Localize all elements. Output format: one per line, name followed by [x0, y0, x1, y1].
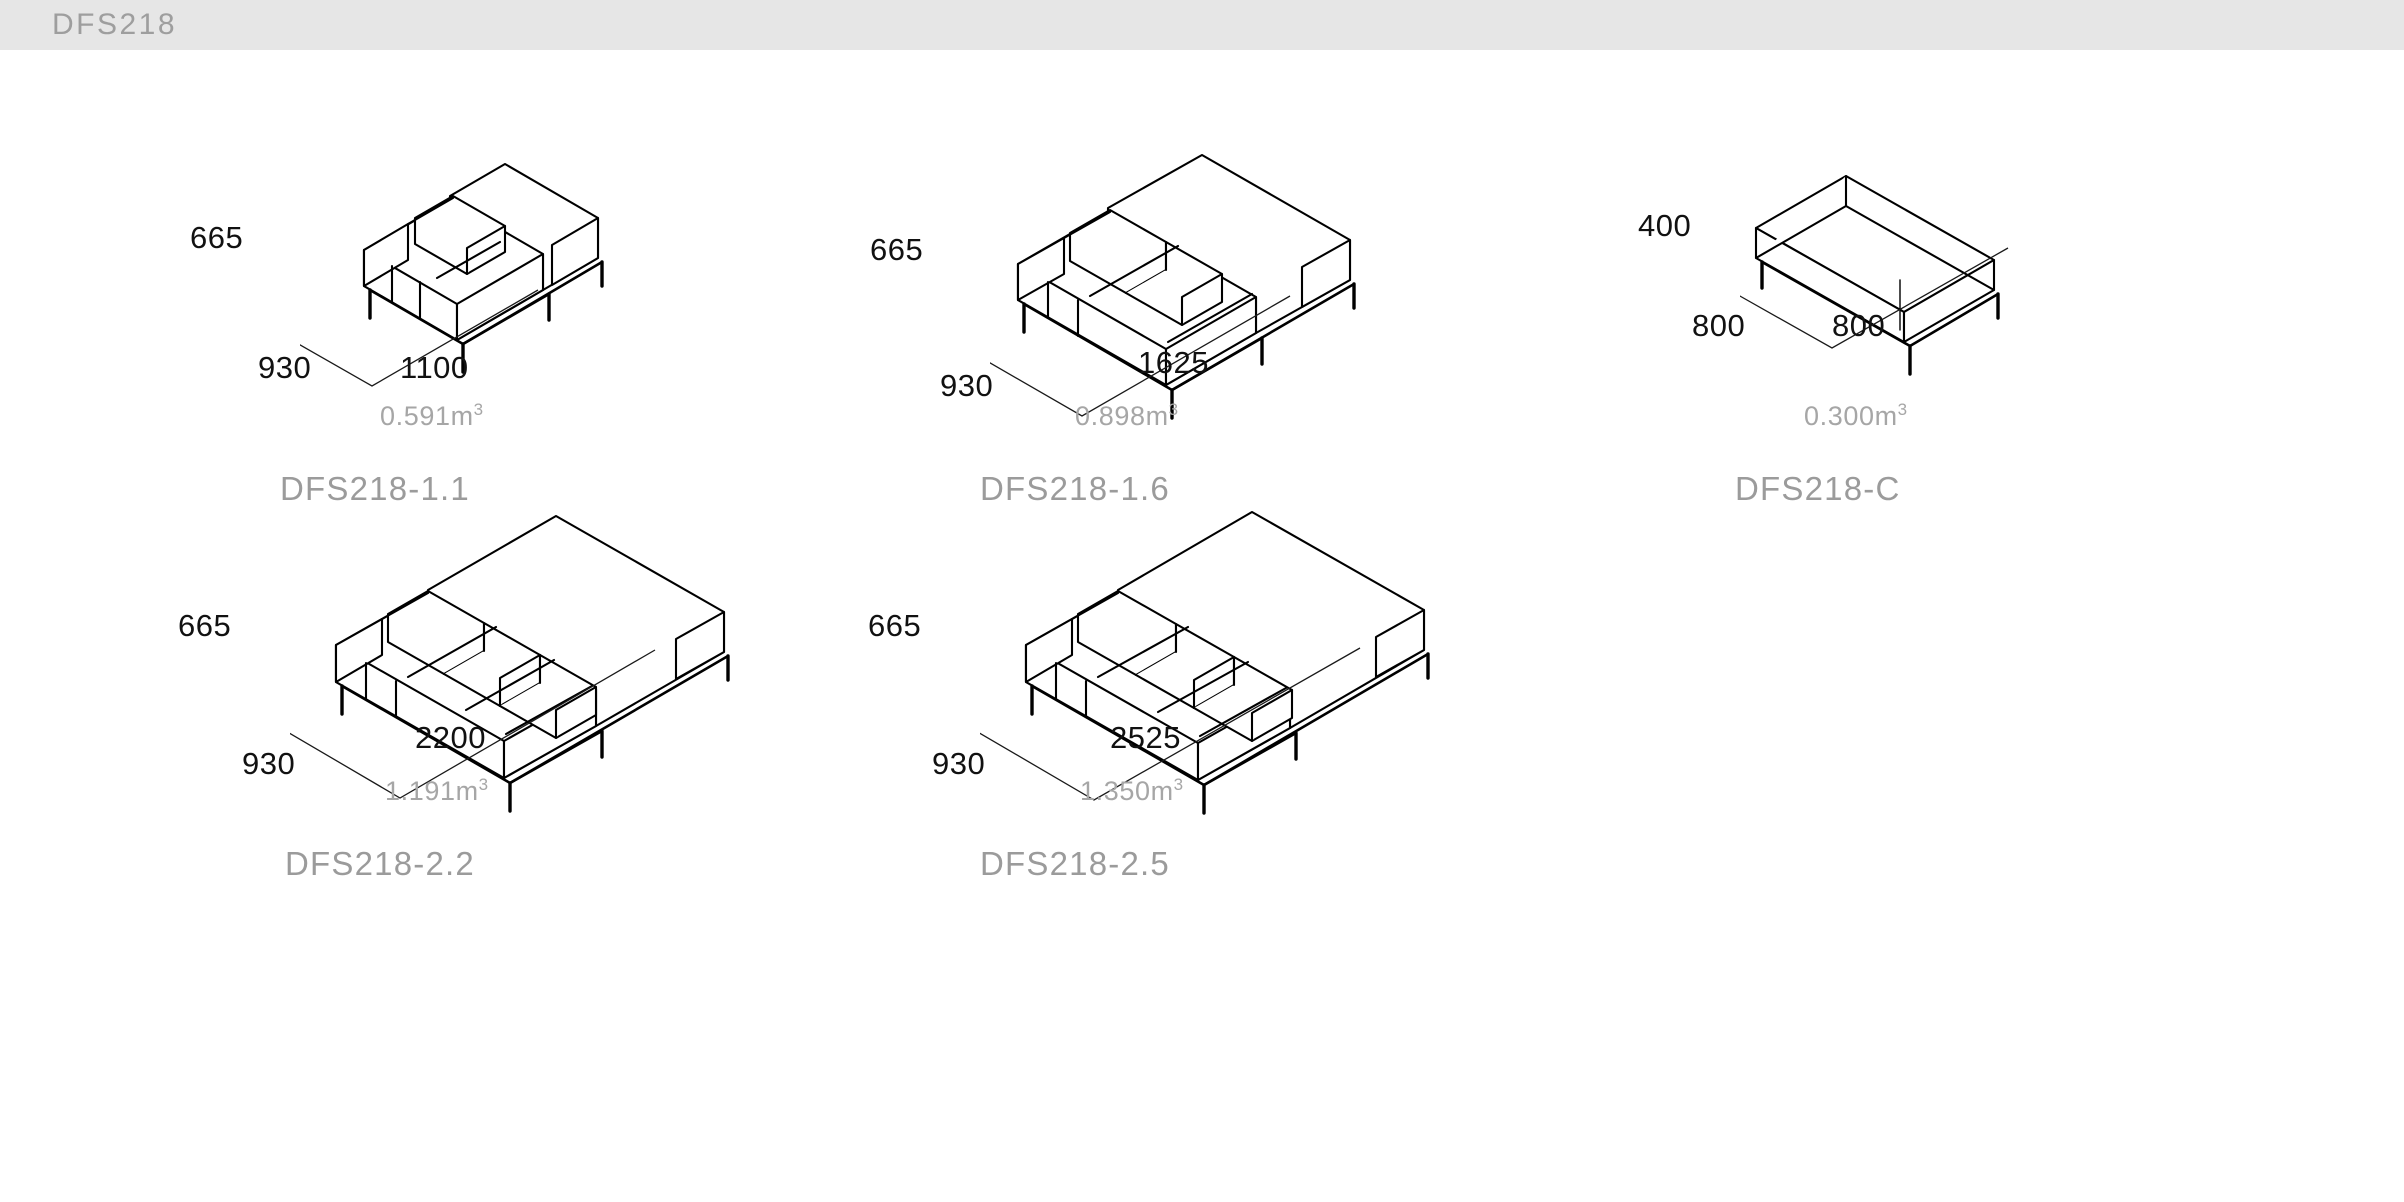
isometric-drawing-three-seat-sofa-large [980, 450, 1540, 815]
volume-exponent: 3 [1168, 400, 1179, 419]
volume-label: 1.350m3 [1080, 775, 1183, 807]
product-sheet: 665 930 1100 0.591m3 DFS218-1.1 [0, 50, 2404, 1202]
dimension-width: 1625 [1138, 345, 1209, 380]
dimension-height: 665 [190, 220, 244, 255]
dimension-width: 1100 [400, 350, 469, 385]
dimension-height: 665 [870, 232, 924, 267]
volume-value: 0.300 [1804, 401, 1875, 431]
page-title: DFS218 [52, 8, 178, 41]
product-code: DFS218-2.2 [285, 845, 475, 882]
volume-label: 0.300m3 [1804, 400, 1907, 432]
dimension-depth: 930 [258, 350, 312, 385]
isometric-drawing-two-seat-sofa [990, 100, 1460, 420]
product-code: DFS218-2.5 [980, 845, 1170, 882]
isometric-drawing-three-seat-sofa [290, 450, 850, 813]
volume-value: 0.591 [380, 401, 451, 431]
dimension-depth: 930 [940, 368, 994, 403]
volume-label: 1.191m3 [385, 775, 488, 807]
dimension-height: 665 [178, 608, 232, 643]
dimension-height: 665 [868, 608, 922, 643]
product-card-dfs218-c[interactable]: 400 800 800 0.300m3 DFS218-C [1638, 160, 2140, 507]
volume-value: 0.898 [1075, 401, 1146, 431]
dimension-depth: 930 [932, 746, 986, 781]
volume-exponent: 3 [473, 400, 484, 419]
volume-unit: m [1150, 776, 1174, 806]
volume-exponent: 3 [1173, 775, 1184, 794]
product-card-dfs218-1-6[interactable]: 665 930 1625 0.898m3 DFS218-1.6 [870, 100, 1460, 507]
product-code: DFS218-1.6 [980, 470, 1170, 507]
product-card-dfs218-2-5[interactable]: 665 930 2525 1.350m3 DFS218-2.5 [868, 450, 1540, 882]
volume-label: 0.591m3 [380, 400, 483, 432]
header-bar: DFS218 [0, 0, 2404, 50]
dimension-depth: 800 [1692, 308, 1746, 343]
volume-unit: m [1145, 401, 1169, 431]
volume-exponent: 3 [478, 775, 489, 794]
volume-exponent: 3 [1897, 400, 1908, 419]
isometric-drawing-ottoman [1740, 160, 2140, 400]
volume-label: 0.898m3 [1075, 400, 1178, 432]
volume-unit: m [1874, 401, 1898, 431]
dimension-depth: 930 [242, 746, 296, 781]
dimension-width: 800 [1832, 308, 1886, 343]
product-code: DFS218-C [1735, 470, 1901, 507]
isometric-drawing-armchair [300, 100, 720, 400]
volume-value: 1.350 [1080, 776, 1151, 806]
volume-unit: m [455, 776, 479, 806]
volume-value: 1.191 [385, 776, 456, 806]
volume-unit: m [450, 401, 474, 431]
dimension-width: 2200 [415, 720, 486, 755]
dimension-width: 2525 [1110, 720, 1181, 755]
product-card-dfs218-2-2[interactable]: 665 930 2200 1.191m3 DFS218-2.2 [178, 450, 850, 882]
dimension-height: 400 [1638, 208, 1692, 243]
product-card-dfs218-1-1[interactable]: 665 930 1100 0.591m3 DFS218-1.1 [190, 100, 720, 507]
product-code: DFS218-1.1 [280, 470, 470, 507]
